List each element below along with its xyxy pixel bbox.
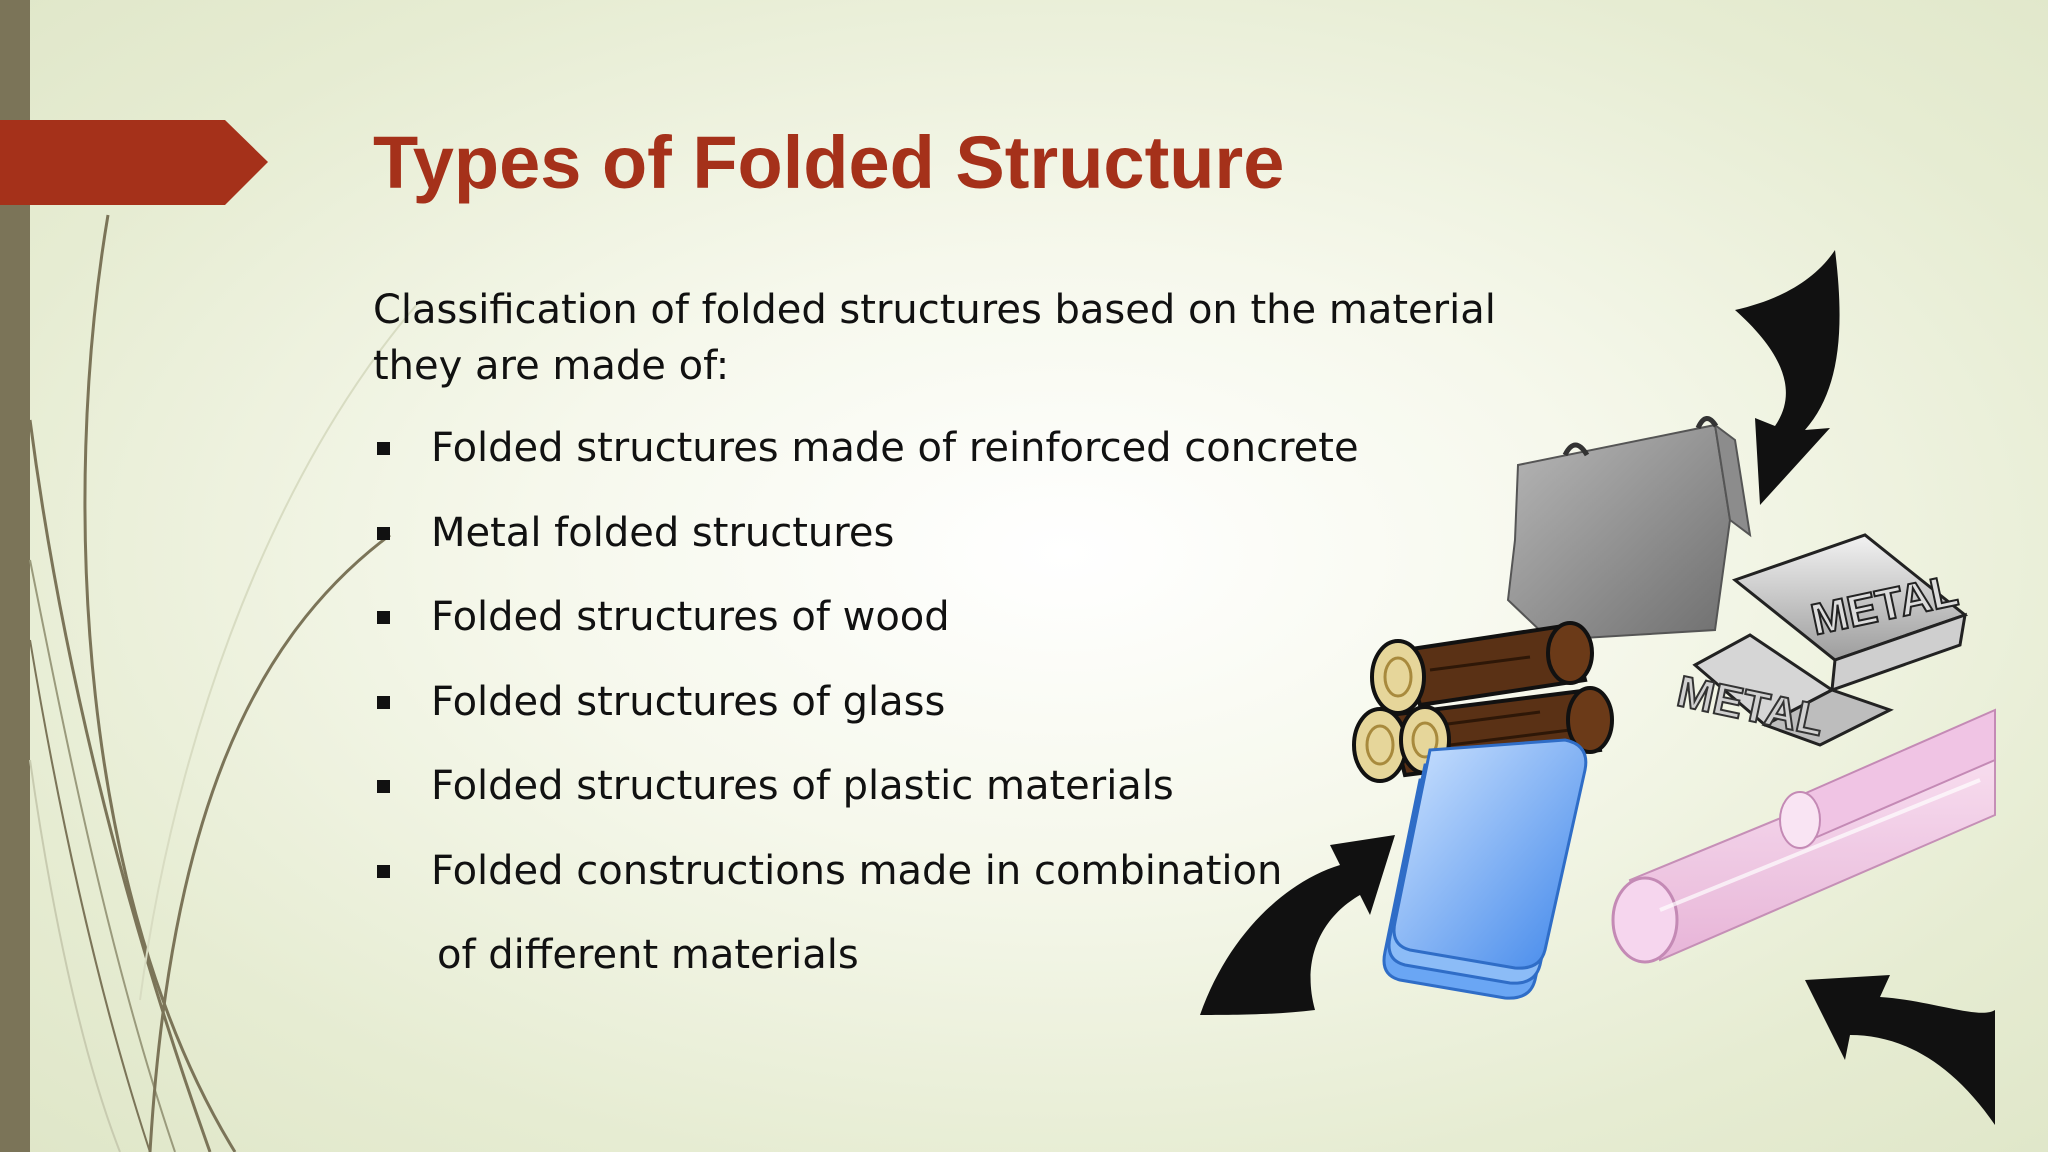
list-item-continuation: of different materials (437, 931, 859, 978)
list-item-text: Folded structures made of reinforced con… (431, 425, 1359, 471)
bullet-square-icon (377, 611, 390, 624)
curved-arrow-icon (1200, 835, 1395, 1015)
bullet-square-icon (377, 864, 390, 878)
list-item-text: Metal folded structures (431, 509, 895, 556)
curved-arrow-icon (1735, 250, 1840, 505)
concrete-barrier-icon (1506, 416, 1752, 642)
glass-panes-icon (1382, 738, 1588, 1000)
bullet-square-icon (377, 442, 390, 455)
bullet-square-icon (377, 780, 390, 793)
list-item-text: Folded structures of plastic materials (431, 763, 1174, 809)
slide-title: Types of Folded Structure (373, 121, 1285, 204)
list-item-text: Folded structures of glass (431, 678, 946, 725)
curved-arrow-icon (1805, 975, 1995, 1125)
materials-illustration: METAL METAL (1200, 250, 1996, 1125)
intro-paragraph: Classification of folded structures base… (373, 287, 1496, 389)
bullet-square-icon (377, 526, 390, 540)
decorative-grass-strokes (28, 214, 420, 1152)
plastic-pipes-icon (1611, 708, 1996, 964)
bullet-square-icon (377, 695, 390, 709)
list-item-text: Folded constructions made in combination (431, 847, 1283, 894)
title-arrow-marker (0, 120, 268, 205)
list-item-text: Folded structures of wood (431, 594, 950, 640)
